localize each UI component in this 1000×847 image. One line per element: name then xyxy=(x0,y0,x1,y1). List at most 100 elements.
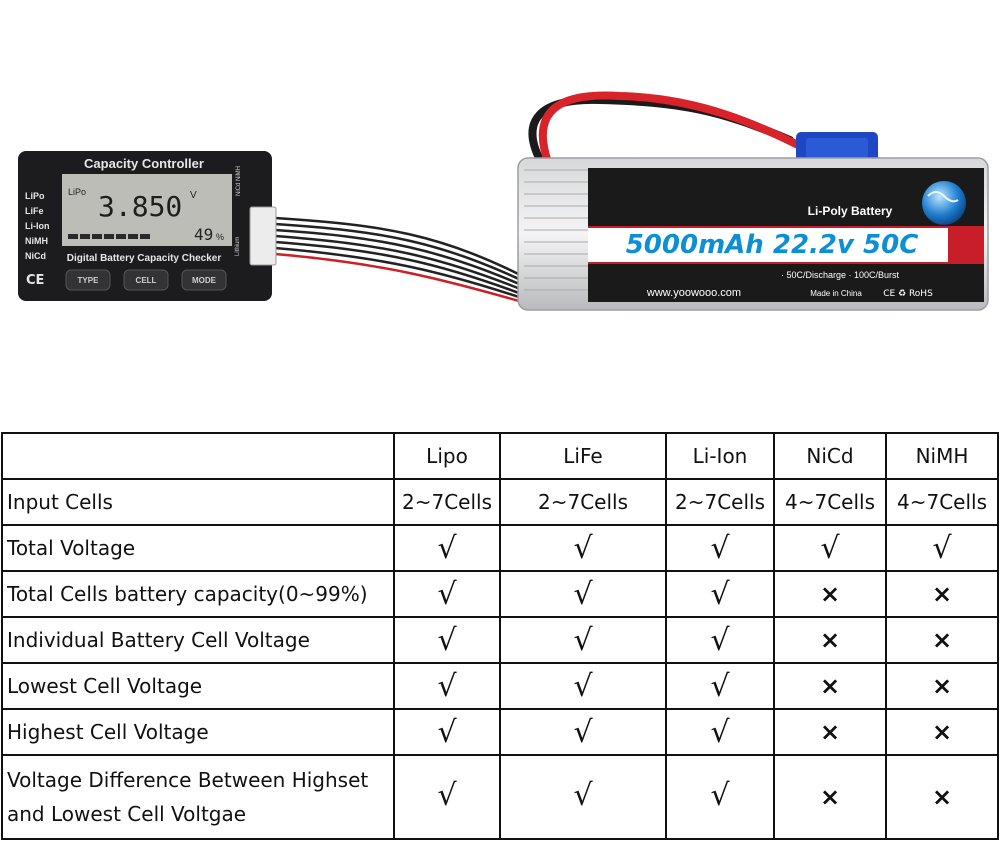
row-label: Total Voltage xyxy=(1,524,395,572)
battery-origin: Made in China xyxy=(810,289,862,298)
row-label: Highest Cell Voltage xyxy=(1,708,395,756)
table-cell: 2~7Cells xyxy=(665,478,775,526)
table-cell: 2~7Cells xyxy=(499,478,667,526)
checker-buttons: TYPE CELL MODE xyxy=(65,269,227,291)
support-mark: √ xyxy=(437,622,457,658)
table-cell: √ xyxy=(499,754,667,840)
globe-icon xyxy=(922,181,966,225)
support-mark: × xyxy=(819,718,841,746)
table-cell: √ xyxy=(393,754,501,840)
support-mark: × xyxy=(931,718,953,746)
battery-discharge: · 50C/Discharge · 100C/Burst xyxy=(781,270,900,280)
row-label: Individual Battery Cell Voltage xyxy=(1,616,395,664)
table-cell: √ xyxy=(499,524,667,572)
ce-mark: CE xyxy=(26,273,44,288)
support-mark: √ xyxy=(710,668,730,704)
type-label-nicd: NiCd xyxy=(25,251,46,261)
header-cell: NiCd xyxy=(773,432,887,480)
table-cell: × xyxy=(773,616,887,664)
row-label: Input Cells xyxy=(1,478,395,526)
type-button-label: TYPE xyxy=(78,276,100,285)
table-cell: √ xyxy=(665,616,775,664)
header-cell: LiFe xyxy=(499,432,667,480)
support-mark: √ xyxy=(710,622,730,658)
support-mark: × xyxy=(931,782,953,811)
table-row: Input Cells 2~7Cells 2~7Cells 2~7Cells 4… xyxy=(1,478,999,526)
table-cell: √ xyxy=(665,662,775,710)
support-mark: √ xyxy=(437,714,457,750)
support-mark: √ xyxy=(710,576,730,612)
table-cell: √ xyxy=(665,524,775,572)
table-cell: √ xyxy=(885,524,999,572)
support-mark: √ xyxy=(932,530,952,566)
table-cell: √ xyxy=(773,524,887,572)
header-cell: NiMH xyxy=(885,432,999,480)
support-mark: √ xyxy=(820,530,840,566)
support-mark: √ xyxy=(573,622,593,658)
mode-button-label: MODE xyxy=(192,276,217,285)
balance-wires xyxy=(274,216,541,309)
lcd-percent: 49 xyxy=(194,225,213,244)
support-mark: √ xyxy=(437,530,457,566)
checker-brand-line: Digital Battery Capacity Checker xyxy=(67,253,222,264)
row-label: Total Cells battery capacity(0~99%) xyxy=(1,570,395,618)
support-mark: √ xyxy=(710,778,730,813)
side-label-2: NiCd NiMH xyxy=(236,166,242,196)
table-cell: × xyxy=(885,754,999,840)
lcd-unit: V xyxy=(190,190,197,201)
table-cell: √ xyxy=(393,616,501,664)
table-cell: √ xyxy=(393,570,501,618)
compatibility-table: Lipo LiFe Li-Ion NiCd NiMH Input Cells 2… xyxy=(1,432,999,840)
type-label-liion: Li-Ion xyxy=(25,221,50,231)
type-label-life: LiFe xyxy=(25,206,44,216)
product-photo: Li-Poly Battery 5000mAh 22.2v 50C · 50C/… xyxy=(18,91,989,311)
table-cell: √ xyxy=(499,708,667,756)
table-row: Total Voltage √ √ √ √ √ xyxy=(1,524,999,572)
support-mark: √ xyxy=(437,778,457,813)
support-mark: √ xyxy=(573,668,593,704)
capacity-checker: Capacity Controller LiPo LiFe Li-Ion NiM… xyxy=(18,151,277,301)
lcd-percent-unit: % xyxy=(216,232,224,242)
support-mark: × xyxy=(931,580,953,608)
battery-label: Li-Poly Battery xyxy=(808,204,893,218)
support-mark: × xyxy=(931,672,953,700)
table-cell: × xyxy=(885,570,999,618)
table-cell: √ xyxy=(665,570,775,618)
table-cell: × xyxy=(773,708,887,756)
header-cell xyxy=(1,432,395,480)
battery-marks: CE ♻ RoHS xyxy=(883,289,933,299)
power-leads xyxy=(528,91,804,166)
row-label: Voltage Difference Between Highset and L… xyxy=(1,754,395,840)
lcd-type: LiPo xyxy=(68,187,86,197)
support-mark: √ xyxy=(710,530,730,566)
table-cell: √ xyxy=(393,708,501,756)
type-label-nimh: NiMH xyxy=(25,236,48,246)
table-row: Highest Cell Voltage √ √ √ × × xyxy=(1,708,999,756)
cell-button-label: CELL xyxy=(136,276,157,285)
table-cell: √ xyxy=(393,524,501,572)
table-cell: × xyxy=(885,616,999,664)
lcd-voltage: 3.850 xyxy=(98,190,182,223)
support-mark: √ xyxy=(573,778,593,813)
side-label: Lithium xyxy=(235,237,241,256)
table-cell: × xyxy=(773,754,887,840)
table-row: Individual Battery Cell Voltage √ √ √ × … xyxy=(1,616,999,664)
support-mark: √ xyxy=(573,530,593,566)
table-cell: √ xyxy=(393,662,501,710)
table-cell: √ xyxy=(499,662,667,710)
table-cell: √ xyxy=(499,570,667,618)
support-mark: × xyxy=(819,580,841,608)
lipo-battery: Li-Poly Battery 5000mAh 22.2v 50C · 50C/… xyxy=(517,157,989,311)
table-cell: × xyxy=(773,570,887,618)
table-row: Voltage Difference Between Highset and L… xyxy=(1,754,999,840)
row-label: Lowest Cell Voltage xyxy=(1,662,395,710)
checker-title: Capacity Controller xyxy=(84,156,204,171)
lcd-bar-segments xyxy=(68,234,150,239)
header-cell: Lipo xyxy=(393,432,501,480)
support-mark: × xyxy=(819,782,841,811)
table-cell: × xyxy=(773,662,887,710)
table-cell: × xyxy=(885,708,999,756)
header-cell: Li-Ion xyxy=(665,432,775,480)
table-cell: 4~7Cells xyxy=(773,478,887,526)
support-mark: √ xyxy=(437,576,457,612)
